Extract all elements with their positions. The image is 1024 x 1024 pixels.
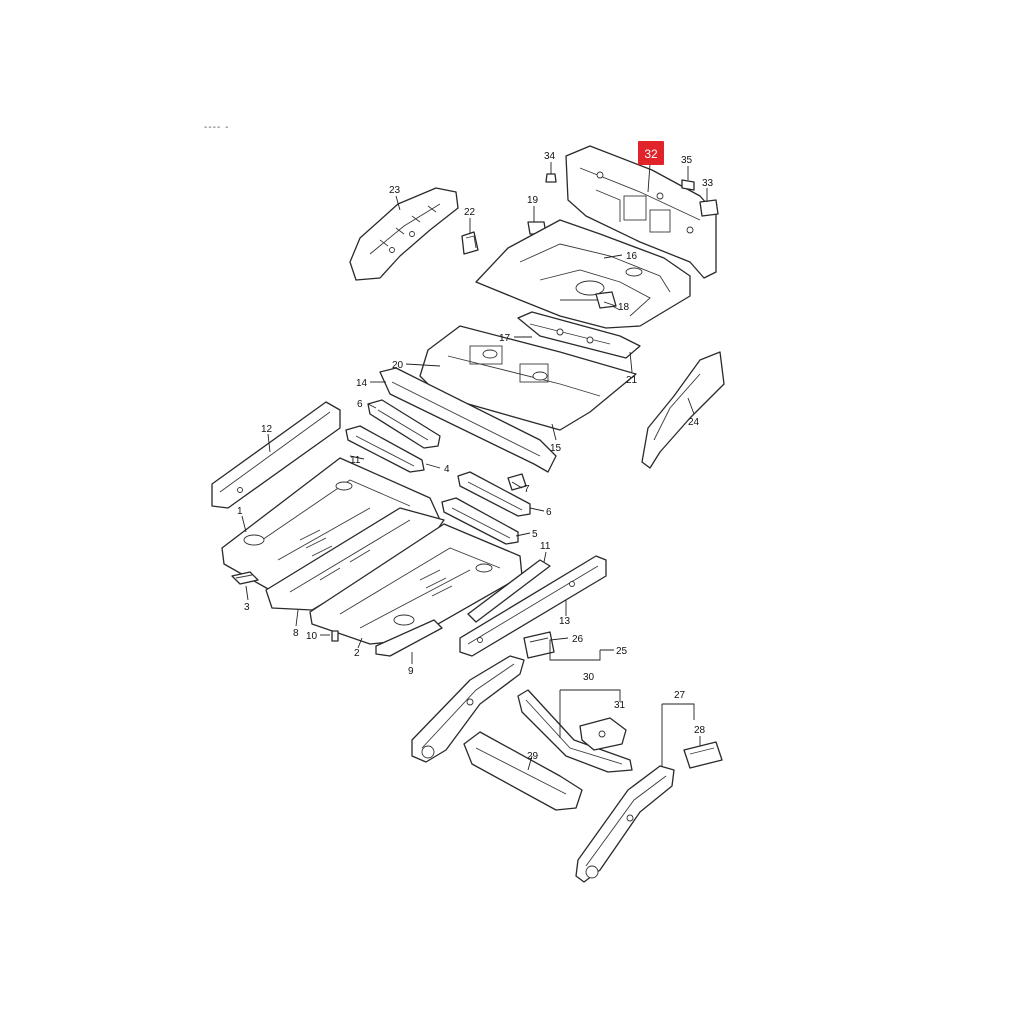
part-11-seat-rail[interactable] [345, 425, 425, 473]
part-30-side-member[interactable] [517, 689, 633, 773]
highlighted-part-label: 32 [644, 147, 658, 161]
callout-18: 18 [618, 302, 630, 313]
part-13-rocker[interactable] [459, 555, 607, 657]
callout-22: 22 [464, 207, 476, 218]
part-26-bracket[interactable] [523, 631, 555, 659]
part-27-frame-rail[interactable] [575, 765, 675, 883]
callout-10: 10 [306, 631, 318, 642]
callout-21: 21 [626, 375, 638, 386]
callout-17: 17 [499, 333, 511, 344]
callout-20: 20 [392, 360, 404, 371]
leader-lines [241, 162, 708, 771]
part-11-rail-right[interactable] [467, 559, 551, 623]
part-24-side-rail[interactable] [641, 351, 725, 469]
callout-15: 15 [550, 443, 562, 454]
callout-35: 35 [681, 155, 693, 166]
part-32-rear-panel[interactable] [565, 145, 717, 279]
part-28-bracket[interactable] [683, 741, 723, 769]
front-frame-rail-left[interactable] [411, 655, 525, 763]
part-17-crossmember[interactable] [517, 311, 641, 359]
callout-16: 16 [626, 251, 638, 262]
callout-9: 9 [408, 666, 414, 677]
part-2-front-floor-right[interactable] [309, 523, 523, 645]
callout-3: 3 [244, 602, 250, 613]
part-18-bracket[interactable] [595, 291, 617, 309]
part-34-clip[interactable] [545, 173, 557, 183]
callout-28: 28 [694, 725, 706, 736]
callout-8: 8 [293, 628, 299, 639]
callout-1: 1 [237, 506, 243, 517]
part-33-bracket[interactable] [699, 199, 719, 217]
part-16-rear-floor[interactable] [475, 219, 691, 329]
callout-5: 5 [532, 529, 538, 540]
part-14-floor-member[interactable] [379, 367, 557, 473]
callout-33: 33 [702, 178, 714, 189]
callout-29: 29 [527, 751, 539, 762]
part-6-seat-bracket[interactable] [367, 399, 441, 449]
header-fragment: ---- - [204, 122, 229, 133]
callout-25: 25 [616, 646, 628, 657]
callout-12: 12 [261, 424, 273, 435]
part-35-nut[interactable] [681, 179, 695, 191]
part-29-member[interactable] [463, 731, 583, 811]
callout-4: 4 [444, 464, 450, 475]
callout-34: 34 [544, 151, 556, 162]
callout-2: 2 [354, 648, 360, 659]
callout-30: 30 [583, 672, 595, 683]
part-5-seat-bracket[interactable] [441, 497, 519, 545]
part-10-bolt[interactable] [331, 630, 339, 642]
highlighted-part-32-callout[interactable]: 32 [638, 141, 664, 165]
callout-6-left: 6 [357, 399, 363, 410]
callout-31: 31 [614, 700, 626, 711]
part-6-seat-bracket-right[interactable] [457, 471, 531, 517]
callout-6-right: 6 [546, 507, 552, 518]
callout-13: 13 [559, 616, 571, 627]
callout-24: 24 [688, 417, 700, 428]
part-31-bracket[interactable] [579, 717, 627, 751]
callout-11-left: 11 [350, 455, 361, 466]
callout-19: 19 [527, 195, 539, 206]
callout-7: 7 [524, 484, 530, 495]
part-12-rocker[interactable] [211, 401, 341, 509]
part-1-front-floor-left[interactable] [221, 457, 441, 591]
part-3-plate[interactable] [231, 571, 259, 585]
callout-23: 23 [389, 185, 401, 196]
callout-26: 26 [572, 634, 584, 645]
part-9-member[interactable] [375, 619, 443, 657]
part-23-wheelhouse[interactable] [349, 187, 459, 281]
callout-labels: 1 2 3 4 5 6 6 7 8 9 10 11 11 12 13 14 15… [237, 151, 714, 762]
callout-27: 27 [674, 690, 686, 701]
part-22-bracket[interactable] [461, 231, 479, 255]
callout-11-right: 11 [540, 541, 551, 552]
part-7-bracket[interactable] [507, 473, 527, 491]
callout-14: 14 [356, 378, 368, 389]
